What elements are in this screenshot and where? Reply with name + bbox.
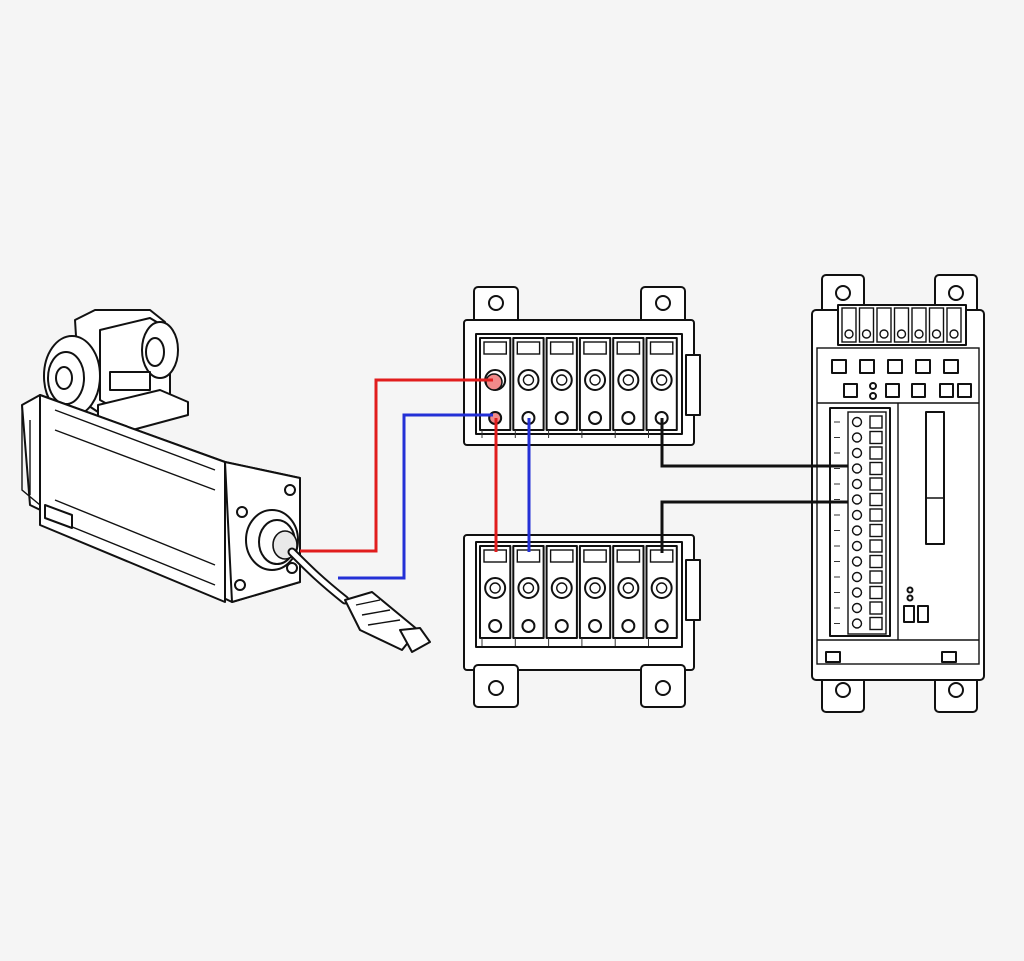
controller-top-terminal [946,307,962,343]
controller-strip-terminal [834,523,883,538]
motor-connector-icon [344,591,431,653]
controller-top-terminal [858,307,875,343]
controller-strip-terminal [834,477,883,491]
lower-block-terminal-1 [479,545,512,646]
controller-strip-terminal [834,616,883,631]
controller-strip-terminal [834,554,883,569]
wires [300,378,848,580]
wire-black-lower-to-controller [660,500,848,553]
upper-block-terminal-4 [578,337,612,438]
lower-terminal-block [463,534,701,708]
lower-block-terminal-3 [545,545,578,646]
controller-strip-terminal [834,446,883,460]
plc-controller-icon [811,274,985,713]
controller-strip-terminal [834,539,883,553]
upper-block-terminal-5 [612,337,645,438]
lower-block-terminal-5 [612,545,645,646]
upper-block-terminal-6 [645,337,678,438]
lower-block-terminal-6 [645,545,678,646]
terminal-highlight-red [485,373,503,391]
servo-motor-icon [21,309,301,603]
lower-block-terminal-4 [578,545,612,646]
controller-top-terminal [911,307,927,343]
upper-block-terminal-3 [545,337,578,438]
controller-strip-terminal [834,492,883,507]
controller-top-terminal [893,307,910,343]
controller-strip-terminal [834,415,883,429]
controller-top-terminal [928,307,945,343]
upper-terminal-block [463,286,701,446]
wire-red-motor-to-upper-block [300,378,493,553]
controller-strip-terminal [834,601,883,615]
controller-top-terminal [876,307,892,343]
upper-block-terminal-2 [512,337,545,438]
controller-strip-terminal [834,585,883,600]
lower-block-terminal-2 [512,545,545,646]
controller-strip-terminal [834,461,883,476]
wire-blue-motor-to-upper-block [338,413,493,580]
controller-strip-terminal [834,570,883,584]
controller-top-terminal [841,307,857,343]
controller-strip-terminal [834,508,883,522]
controller-strip-terminal [834,430,883,445]
wire-black-upper-to-controller [660,418,848,468]
